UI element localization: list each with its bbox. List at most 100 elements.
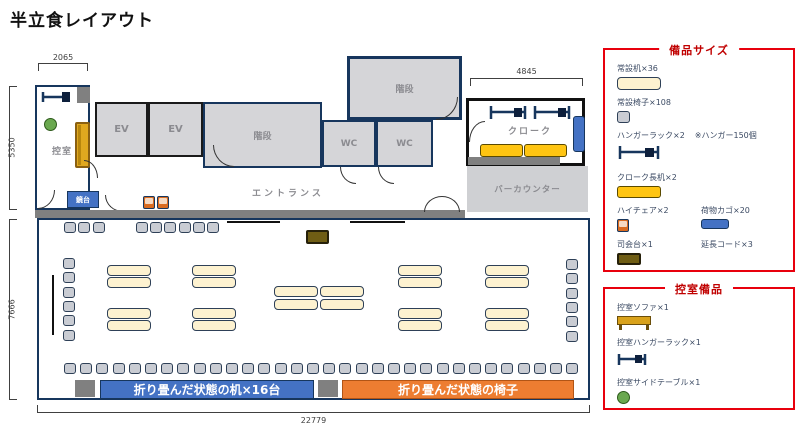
stacking-chair	[566, 331, 578, 342]
legend-item-desk: 常設机×36	[617, 63, 785, 90]
extension-cord-line	[350, 221, 405, 223]
legend-item-basket: 荷物カゴ×20	[701, 205, 785, 232]
stacking-chair	[469, 363, 481, 374]
cloak-hanger-rack-icon	[533, 106, 571, 119]
high-chair-icon	[157, 196, 169, 209]
cloak-desk-icon	[617, 186, 661, 198]
stacking-chair	[323, 363, 335, 374]
stacking-chair	[420, 363, 432, 374]
stacking-chair	[193, 222, 205, 233]
room-wc-2: WC	[376, 120, 433, 167]
stacking-chair	[566, 273, 578, 284]
legend-item-cloak-desk: クローク長机×2	[617, 172, 785, 198]
folding-desk	[485, 265, 529, 276]
stacking-chair	[291, 363, 303, 374]
hikae-hanger-rack-icon	[41, 92, 70, 102]
stacking-chair	[534, 363, 546, 374]
door-wc-2	[378, 167, 394, 184]
folding-desk	[485, 320, 529, 331]
room-label-wc-1: WC	[340, 138, 358, 149]
legend-item-hikae-hanger-rack: 控室ハンガーラック×1	[617, 337, 785, 370]
stacking-chair	[194, 363, 206, 374]
folding-desk	[107, 320, 151, 331]
folding-desk	[107, 308, 151, 319]
double-door-left	[424, 196, 442, 212]
folded-desks-banner-label: 折り畳んだ状態の机×16台	[133, 383, 281, 397]
dim-bracket-22779	[37, 405, 590, 413]
stacking-chair	[404, 363, 416, 374]
stacking-chair	[78, 222, 90, 233]
folding-desk	[320, 299, 364, 310]
stacking-chair	[566, 316, 578, 327]
stacking-chair	[164, 222, 176, 233]
dim-bracket-2065	[38, 63, 88, 71]
room-ev-1: EV	[95, 102, 148, 157]
stacking-chair	[501, 363, 513, 374]
room-label-ev-1: EV	[114, 124, 129, 135]
legend-item-hikae-sofa: 控室ソファ×1	[617, 302, 785, 330]
stacking-chair	[242, 363, 254, 374]
room-label-wc-2: WC	[396, 138, 413, 149]
mc-stand-icon	[617, 253, 641, 265]
stacking-chair	[93, 222, 105, 233]
stacking-chair	[566, 363, 578, 374]
folded-chairs-banner-label: 折り畳んだ状態の椅子	[397, 383, 518, 397]
stacking-chair	[437, 363, 449, 374]
folding-desk	[192, 320, 236, 331]
stacking-chair	[63, 315, 75, 326]
stacking-chair	[275, 363, 287, 374]
stacking-chair	[485, 363, 497, 374]
folding-desk	[107, 265, 151, 276]
mirror-stand-label: 鏡台	[76, 195, 90, 204]
legend-item-hanger-rack: ハンガーラック×2※ハンガー150個	[617, 130, 785, 165]
cloak-counter-strip	[468, 157, 560, 165]
banner-gray-block	[75, 380, 95, 397]
folded-desks-banner: 折り畳んだ状態の机×16台	[100, 380, 314, 399]
cloak-desk-icon	[480, 144, 523, 157]
folding-desk	[274, 286, 318, 297]
dim-label-2065: 2065	[52, 53, 74, 62]
folding-desk	[274, 299, 318, 310]
folding-desk	[107, 277, 151, 288]
hikae-side-table-icon	[44, 118, 57, 131]
stacking-chair	[150, 222, 162, 233]
stacking-chair	[339, 363, 351, 374]
room-label-ev-2: EV	[168, 124, 183, 135]
stacking-chair	[307, 363, 319, 374]
stacking-chair	[566, 302, 578, 313]
stacking-chair	[550, 363, 562, 374]
folding-desk	[485, 308, 529, 319]
stacking-chair	[80, 363, 92, 374]
hikae-sofa-icon	[75, 122, 90, 168]
cloak-desk-icon	[524, 144, 567, 157]
stacking-chair	[453, 363, 465, 374]
hanger-rack-icon	[617, 354, 647, 365]
legend-hikae-equipment: 控室備品 控室ソファ×1 控室ハンガーラック×1 控室サイドテーブル×1	[603, 281, 795, 410]
stacking-chair	[518, 363, 530, 374]
baggage-basket-stack-icon	[573, 116, 585, 152]
stacking-chair	[226, 363, 238, 374]
room-label-stairs-upper: 階段	[395, 84, 414, 95]
stacking-chair	[179, 222, 191, 233]
stacking-chair	[63, 272, 75, 283]
banner-gray-block	[318, 380, 338, 397]
stacking-chair	[96, 363, 108, 374]
legend-item-high-chair: ハイチェア×2	[617, 205, 701, 232]
cloak-hanger-rack-icon	[489, 106, 527, 119]
chair-icon	[617, 111, 630, 123]
folding-desk	[398, 308, 442, 319]
stacking-chair	[63, 287, 75, 298]
double-door-right	[442, 196, 460, 212]
dim-label-22779: 22779	[300, 416, 327, 425]
sofa-icon	[617, 316, 651, 330]
hanger-rack-icon	[618, 146, 660, 159]
stacking-chair	[161, 363, 173, 374]
folding-desk	[485, 277, 529, 288]
legend-item-extension-cord: 延長コード×3	[701, 240, 753, 249]
folding-desk	[192, 265, 236, 276]
stacking-chair	[356, 363, 368, 374]
dim-label-4845: 4845	[516, 67, 537, 76]
room-label-stairs-lower: 階段	[253, 131, 272, 142]
dim-bracket-4845	[470, 78, 583, 86]
